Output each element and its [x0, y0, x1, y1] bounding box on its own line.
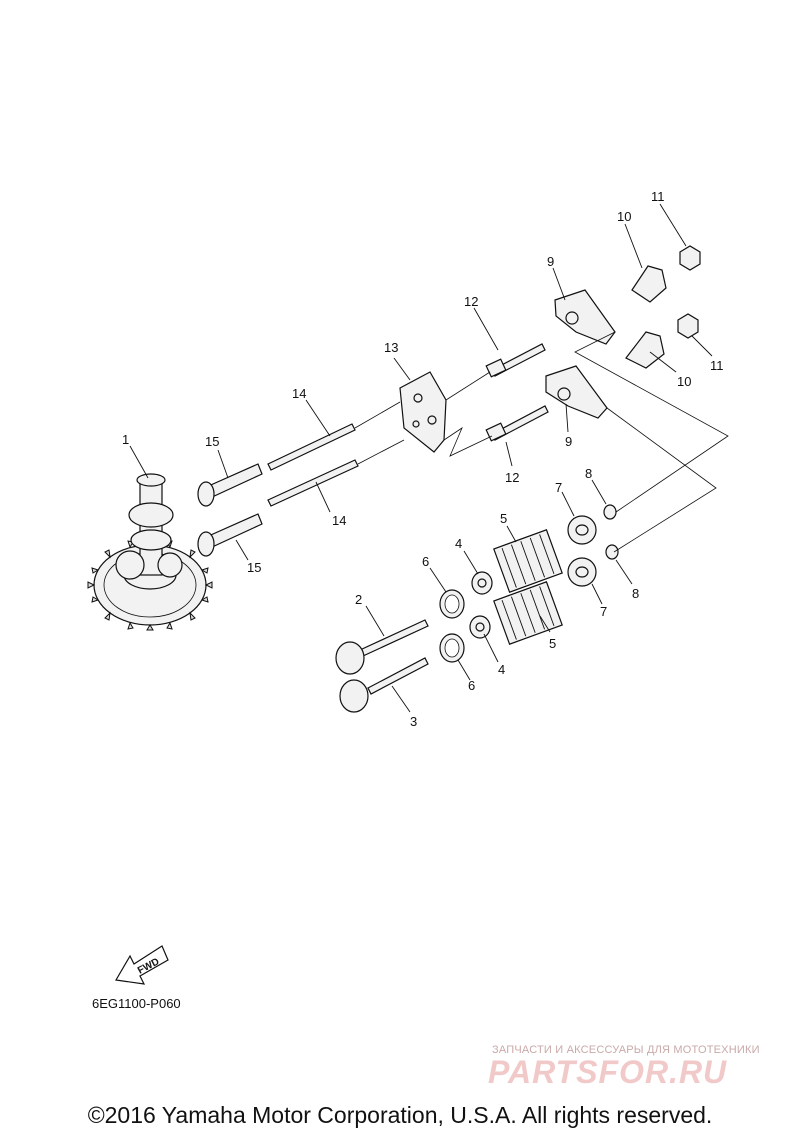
callout-9: 9 — [547, 254, 554, 269]
guide-plate-part — [399, 371, 447, 453]
diagram-code: 6EG1100-P060 — [92, 996, 181, 1011]
spring-seat-part — [439, 589, 465, 663]
callout-11: 11 — [651, 189, 665, 204]
callout-8: 8 — [632, 586, 639, 601]
watermark-tagline: ЗАПЧАСТИ И АКСЕССУАРЫ ДЛЯ МОТОТЕХНИКИ — [492, 1044, 760, 1056]
callout-12: 12 — [505, 470, 519, 485]
tappet-part — [197, 463, 263, 557]
valve-part — [335, 619, 429, 713]
callout-7: 7 — [600, 604, 607, 619]
callout-9: 9 — [565, 434, 572, 449]
callout-14: 14 — [332, 513, 346, 528]
callout-12: 12 — [464, 294, 478, 309]
valve-stem-seal-part — [469, 571, 493, 639]
callout-5: 5 — [549, 636, 556, 651]
callout-3: 3 — [410, 714, 417, 729]
fwd-arrow-icon: FWD — [115, 945, 169, 985]
callout-15: 15 — [205, 434, 219, 449]
spring-retainer-part — [567, 515, 597, 587]
callout-1: 1 — [122, 432, 129, 447]
callout-2: 2 — [355, 592, 362, 607]
watermark-logo: PARTSFOR.RU — [488, 1054, 728, 1090]
callout-7: 7 — [555, 480, 562, 495]
fwd-label: FWD — [136, 956, 161, 976]
callout-5: 5 — [500, 511, 507, 526]
push-rod-part — [267, 423, 359, 507]
callout-4: 4 — [498, 662, 505, 677]
copyright-notice: ©2016 Yamaha Motor Corporation, U.S.A. A… — [87, 1102, 713, 1128]
callout-13: 13 — [384, 340, 398, 355]
callout-15: 15 — [247, 560, 261, 575]
callout-11: 11 — [710, 358, 724, 373]
callout-14: 14 — [292, 386, 306, 401]
pivot-part — [625, 265, 667, 369]
nut-part — [677, 245, 701, 339]
camshaft-gear-part — [87, 473, 213, 631]
valve-spring-part — [493, 529, 563, 645]
rocker-arm-part — [545, 289, 616, 419]
valve-cotter-part — [603, 504, 619, 560]
rocker-stud-part — [485, 343, 549, 442]
callout-4: 4 — [455, 536, 462, 551]
reference-lines — [354, 331, 729, 553]
callout-10: 10 — [617, 209, 631, 224]
callout-6: 6 — [468, 678, 475, 693]
callout-10: 10 — [677, 374, 691, 389]
leader-lines — [129, 203, 713, 713]
callout-6: 6 — [422, 554, 429, 569]
callout-8: 8 — [585, 466, 592, 481]
callout-labels: 1 2 3 4 4 5 5 6 6 7 7 8 8 9 9 10 10 11 1… — [122, 189, 724, 729]
